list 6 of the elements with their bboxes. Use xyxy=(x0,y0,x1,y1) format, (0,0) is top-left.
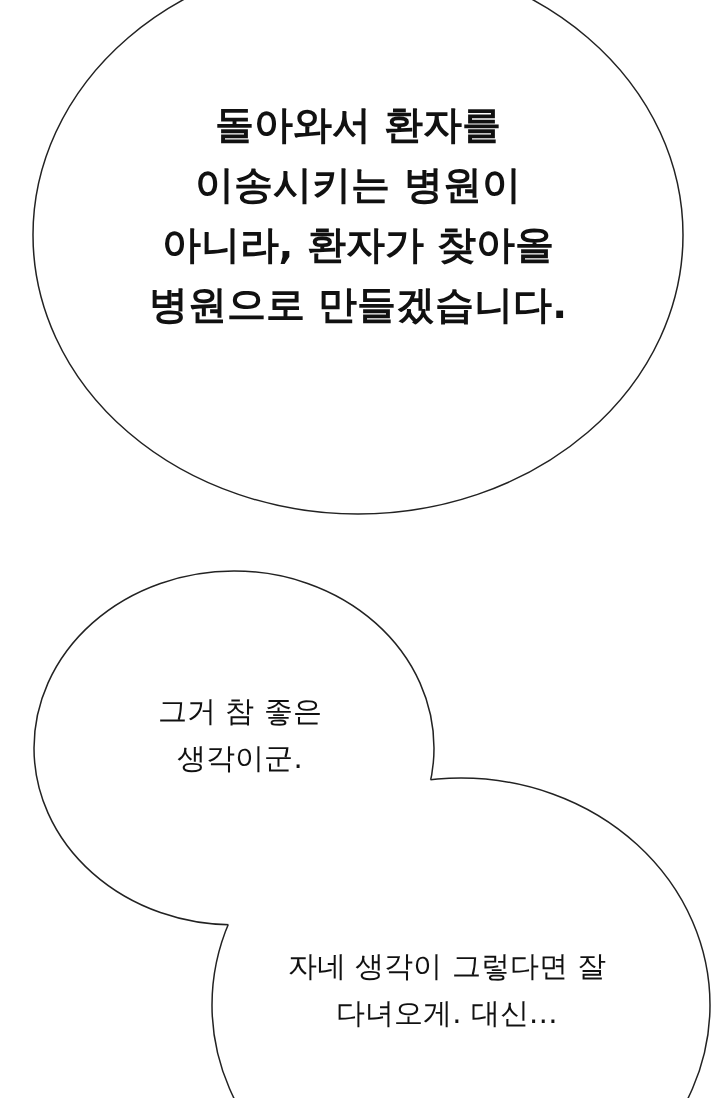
speech-bubble xyxy=(33,570,435,926)
speech-bubble xyxy=(32,0,684,515)
speech-text: 돌아와서 환자를 이송시키는 병원이 아니라, 환자가 찾아올 병원으로 만들겠습니다. xyxy=(147,101,569,329)
speech-text: 자네 생각이 그렇다면 잘 다녀오게. 대신… xyxy=(287,948,607,1032)
speech-bubble xyxy=(211,777,711,1098)
speech-text: 그거 참 좋은 생각이군. xyxy=(157,693,323,777)
